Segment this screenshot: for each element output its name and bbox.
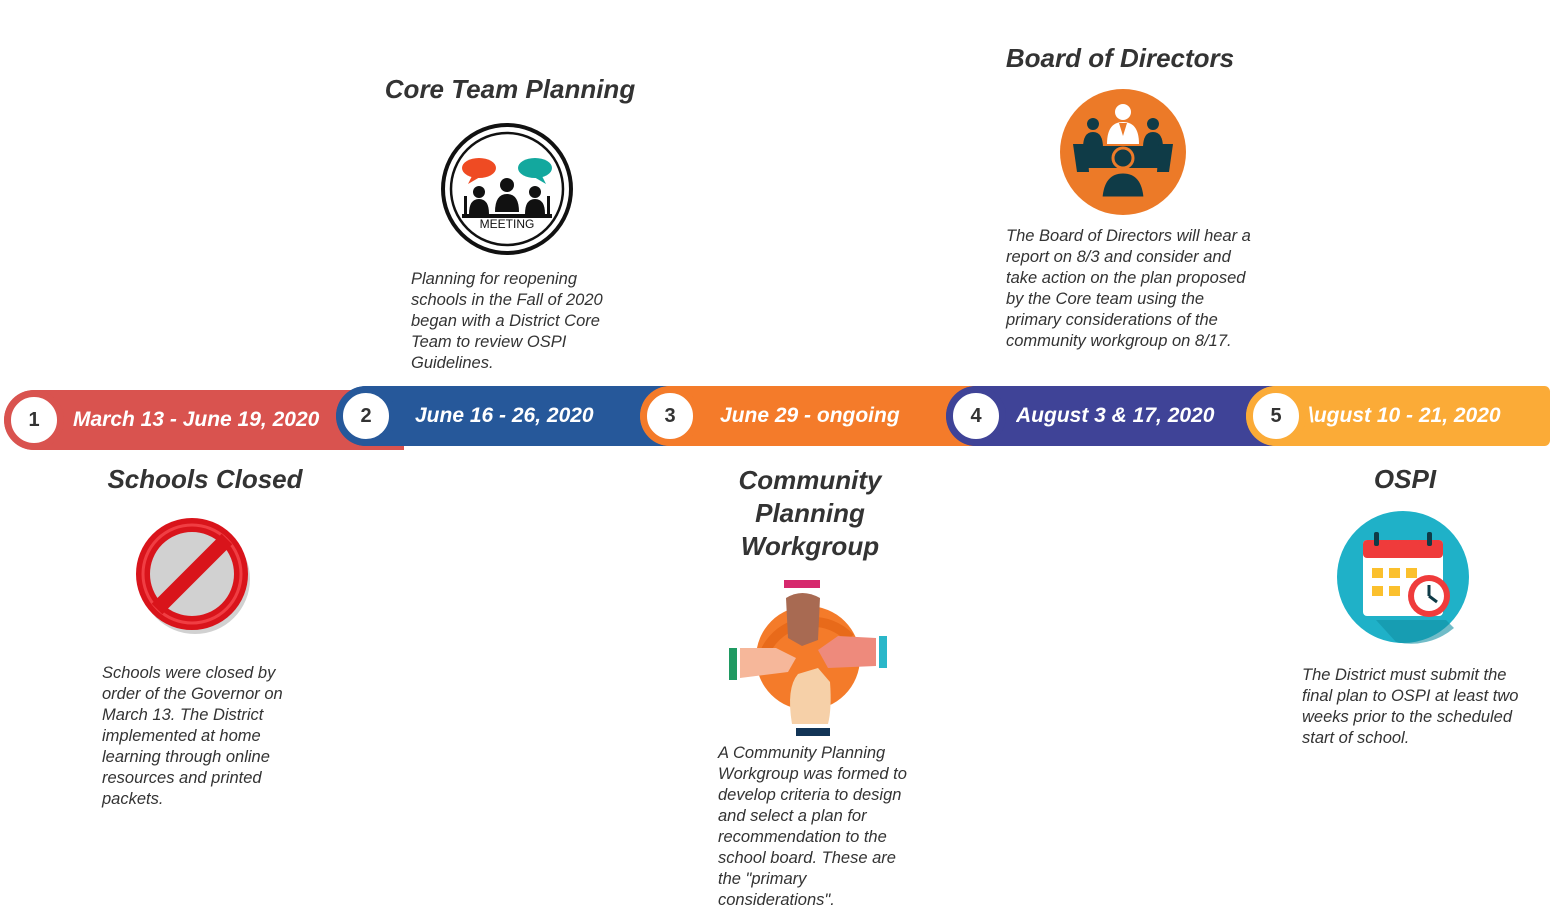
step-number-badge: 4: [946, 386, 1006, 446]
stage-description: The District must submit the final plan …: [1302, 666, 1519, 747]
stage-dates: June 16 - 26, 2020: [415, 404, 594, 427]
stage-dates: March 13 - June 19, 2020: [73, 408, 320, 431]
stage-dates: August 3 & 17, 2020: [1016, 404, 1215, 427]
timeline-band-2: 2 June 16 - 26, 2020: [336, 386, 696, 446]
stage-description: The Board of Directors will hear a repor…: [1006, 227, 1251, 350]
no-entry-icon: [136, 518, 250, 634]
stage-description: Schools were closed by order of the Gove…: [102, 664, 283, 808]
meeting-icon: MEETING: [441, 123, 573, 255]
step-number-badge: 2: [336, 386, 396, 446]
stage-dates: \ugust 10 - 21, 2020: [1308, 404, 1501, 427]
svg-text:MEETING: MEETING: [480, 217, 535, 231]
stage-title: OSPI: [1373, 464, 1437, 494]
step-number-badge: 1: [4, 390, 64, 450]
stage-description: A Community Planning Workgroup was forme…: [718, 744, 907, 909]
stage-dates: June 29 - ongoing: [720, 404, 900, 427]
stage-title: Board of Directors: [1005, 43, 1235, 73]
step-number-badge: 3: [640, 386, 700, 446]
stage-title: Community Planning Workgroup: [738, 465, 882, 561]
stage-description: Planning for reopening schools in the Fa…: [411, 270, 603, 372]
timeline-band-3: 3 June 29 - ongoing: [640, 386, 1000, 446]
timeline-band-5: 5 \ugust 10 - 21, 2020: [1246, 386, 1550, 446]
board-meeting-icon: [1060, 89, 1186, 215]
calendar-clock-icon: [1337, 511, 1469, 644]
stage-title: Core Team Planning: [384, 74, 636, 104]
step-number-badge: 5: [1246, 386, 1306, 446]
stage-title: Schools Closed: [107, 464, 303, 494]
hands-together-icon: [729, 580, 887, 736]
